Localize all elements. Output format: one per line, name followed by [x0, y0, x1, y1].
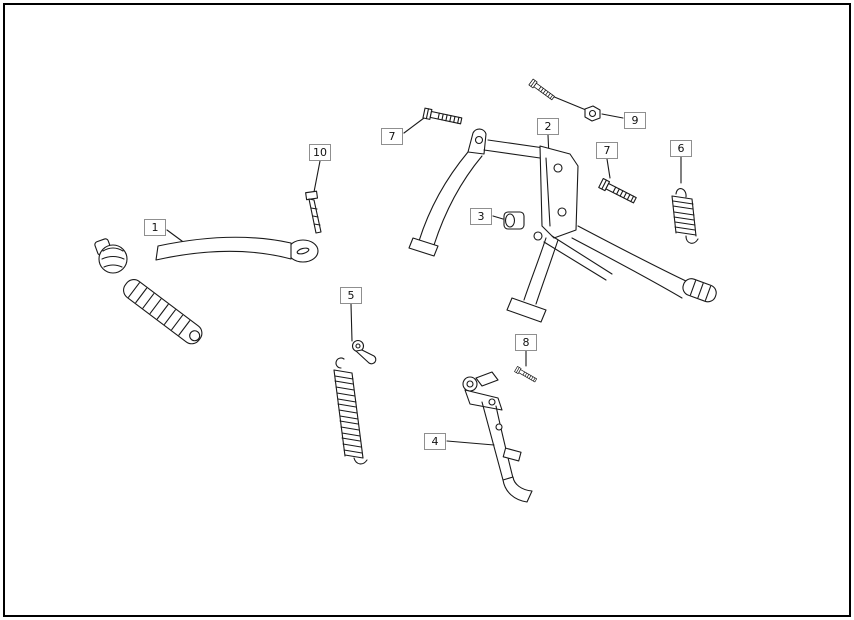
callout-7-left[interactable]: 7: [381, 128, 403, 145]
part-bushing-3: [503, 211, 525, 230]
part-kickstart-lever: [94, 236, 319, 345]
part-screw-10: [305, 190, 322, 234]
callout-7-right[interactable]: 7: [596, 142, 618, 159]
callout-4[interactable]: 4: [424, 433, 446, 450]
callout-8[interactable]: 8: [515, 334, 537, 351]
callout-10[interactable]: 10: [309, 144, 331, 161]
callout-1[interactable]: 1: [144, 219, 166, 236]
callout-2[interactable]: 2: [537, 118, 559, 135]
part-side-stand: [462, 371, 533, 503]
part-bolt-7-left: [422, 107, 463, 127]
part-centre-stand: [408, 128, 717, 323]
callout-3[interactable]: 3: [470, 208, 492, 225]
part-bolt-7-right: [598, 177, 638, 206]
callout-9[interactable]: 9: [624, 112, 646, 129]
part-bolt-top: [528, 78, 556, 102]
callout-5[interactable]: 5: [340, 287, 362, 304]
leader-lines: [166, 95, 682, 446]
part-pin-8: [514, 366, 538, 384]
part-spring-6: [671, 188, 699, 244]
part-nut-9: [584, 105, 601, 122]
callout-6[interactable]: 6: [670, 140, 692, 157]
part-spring-5: [333, 339, 377, 465]
